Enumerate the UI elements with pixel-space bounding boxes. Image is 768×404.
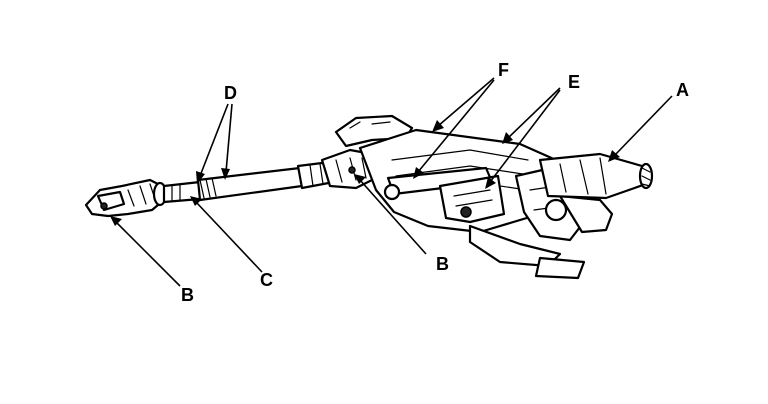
arrowhead-b-center: [354, 174, 366, 184]
callout-labels: A B C D B E F: [181, 60, 689, 305]
leader-f-2: [417, 79, 495, 173]
arrowhead-e-1: [502, 132, 513, 144]
leader-f-1: [437, 77, 495, 127]
column-body: [334, 114, 614, 280]
leader-b-center: [359, 179, 427, 255]
callout-b-left: B: [181, 285, 194, 305]
arrowhead-b-left: [110, 216, 122, 226]
callout-e: E: [568, 72, 580, 92]
arrowhead-a: [608, 150, 620, 162]
leader-c: [195, 201, 263, 273]
arrowhead-d-2: [221, 168, 230, 180]
leader-lines: [110, 77, 673, 287]
callout-d: D: [224, 83, 237, 103]
arrowhead-d-1: [196, 171, 205, 184]
arrowhead-c: [190, 196, 202, 206]
arrowhead-f-2: [413, 167, 424, 179]
leader-e-2: [489, 89, 561, 183]
callout-c: C: [260, 270, 273, 290]
callout-b-center: B: [436, 254, 449, 274]
intermediate-shaft: [162, 160, 336, 204]
arrowhead-f-1: [432, 120, 444, 132]
leader-d-2: [225, 103, 233, 173]
leader-b-left: [115, 221, 181, 287]
leader-d-1: [199, 103, 229, 177]
leader-e-1: [507, 87, 561, 139]
arrowhead-e-2: [485, 177, 496, 189]
upper-shaft-end: [538, 152, 654, 200]
lower-universal-joint: [84, 178, 168, 218]
callout-a: A: [676, 80, 689, 100]
callout-f: F: [498, 60, 509, 80]
leader-a: [613, 95, 673, 157]
